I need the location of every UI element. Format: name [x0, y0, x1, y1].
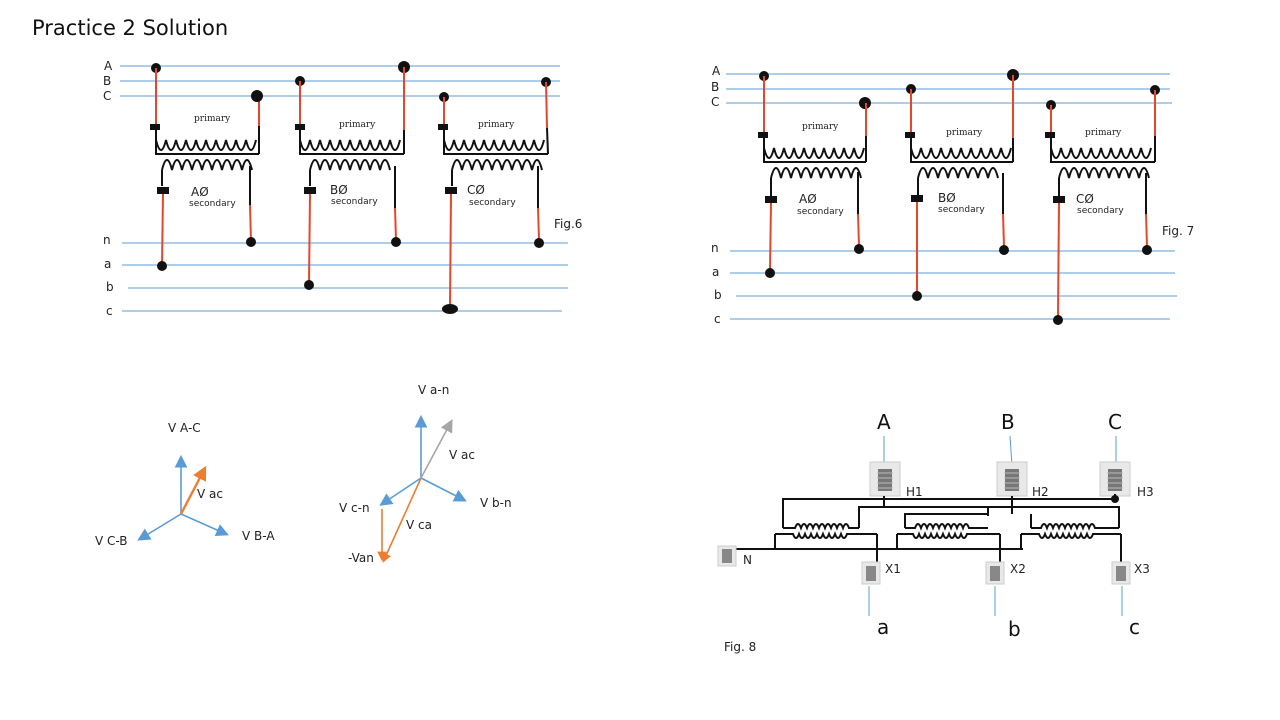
fig6-tap-C-primary — [251, 90, 263, 102]
fig7-bus-label-n: n — [711, 241, 719, 255]
fig8-terminal-A: A — [877, 410, 891, 434]
fig6-tap-n-2 — [391, 237, 401, 247]
fig6-bus-label-n: n — [103, 233, 111, 247]
fig7-secondary-label-B: secondary — [938, 205, 985, 215]
fig7-tap-n-1 — [854, 244, 864, 254]
fig8-terminal-a: a — [877, 615, 889, 639]
fig7-wiring-diagram: A B C n a b c primary — [711, 64, 1194, 326]
fig8-terminal-B: B — [1001, 410, 1015, 434]
fig7-tap-c — [1053, 315, 1063, 325]
fig6-primary-label-A: primary — [194, 114, 231, 124]
fig8-transformer-bank: A B C H1 H2 H3 — [717, 410, 1154, 654]
fig6-bus-label-B: B — [103, 74, 111, 88]
fig6-primary-label-B: primary — [339, 120, 376, 130]
fig7-bus-label-a: a — [712, 265, 719, 279]
fig7-transformer-C: primary CØ secondary — [1045, 85, 1160, 325]
fig6-caption: Fig.6 — [554, 217, 582, 231]
fig7-tap-a — [765, 268, 775, 278]
fig6-transformer-B: primary BØ secondary — [295, 61, 410, 290]
fig8-bushing-X3: X3 — [1111, 561, 1150, 585]
fig6-phase-label-C: CØ — [467, 183, 485, 197]
fig7-primary-label-A: primary — [802, 122, 839, 132]
fig8-label-H1: H1 — [906, 485, 923, 499]
phasor1-vector-orange — [179, 465, 207, 515]
fig8-label-X3: X3 — [1134, 562, 1150, 576]
fig6-primary-label-C: primary — [478, 120, 515, 130]
fig6-tap-n-3 — [534, 238, 544, 248]
phasor-diagram-line-voltages: V A-C V C-B V B-A V ac — [95, 421, 275, 548]
fig8-label-X2: X2 — [1010, 562, 1026, 576]
phasor2-vector-right — [420, 477, 467, 502]
phasor1-label-right: V B-A — [242, 529, 275, 543]
fig7-bus-label-c: c — [714, 312, 721, 326]
phasor1-label-orange: V ac — [197, 487, 223, 501]
fig6-secondary-label-B: secondary — [331, 197, 378, 207]
fig8-label-H3: H3 — [1137, 485, 1154, 499]
phasor2-label-left: V c-n — [339, 501, 370, 515]
phasor1-label-top: V A-C — [168, 421, 201, 435]
fig8-bushing-N: N — [717, 545, 752, 567]
fig7-tap-b — [912, 291, 922, 301]
phasor1-vector-right — [180, 513, 229, 536]
fig8-bushing-X1: X1 — [861, 561, 901, 585]
fig7-phase-label-B: BØ — [938, 191, 956, 205]
phasor2-label-gray: V ac — [449, 448, 475, 462]
fig7-phase-label-C: CØ — [1076, 192, 1094, 206]
fig7-bus-label-b: b — [714, 288, 722, 302]
fig6-transformer-A: primary AØ secondary — [150, 63, 263, 271]
phasor2-label-ca: V ca — [406, 518, 432, 532]
fig7-bus-label-A: A — [712, 64, 721, 78]
fig6-bus-label-b: b — [106, 280, 114, 294]
fig8-caption: Fig. 8 — [724, 640, 756, 654]
fig7-caption: Fig. 7 — [1162, 224, 1194, 238]
phasor1-label-left: V C-B — [95, 534, 128, 548]
fig7-primary-label-C: primary — [1085, 128, 1122, 138]
fig6-transformer-C: primary CØ secondary — [438, 77, 551, 314]
fig6-tap-b — [304, 280, 314, 290]
fig6-bus-label-c: c — [106, 304, 113, 318]
phasor2-label-right: V b-n — [480, 496, 512, 510]
fig8-bushing-H3: H3 — [1099, 461, 1154, 499]
phasor2-vector-gray — [420, 419, 453, 479]
fig7-transformer-B: primary BØ secondary — [905, 69, 1019, 301]
fig7-transformer-A: primary AØ secondary — [758, 71, 871, 278]
phasor2-label-neg: -Van — [348, 551, 374, 565]
fig8-label-X1: X1 — [885, 562, 901, 576]
fig8-terminal-C: C — [1108, 410, 1122, 434]
fig8-terminal-b: b — [1008, 617, 1021, 641]
fig6-phase-label-B: BØ — [330, 183, 348, 197]
fig6-bus-label-a: a — [104, 257, 111, 271]
fig6-bus-label-C: C — [103, 89, 111, 103]
fig8-label-H2: H2 — [1032, 485, 1049, 499]
fig7-bus-label-C: C — [711, 95, 719, 109]
phasor2-vector-left — [379, 477, 422, 506]
fig7-tap-n-3 — [1142, 245, 1152, 255]
fig8-label-N: N — [743, 553, 752, 567]
fig6-wiring-diagram: A B C n a b c primary — [103, 59, 582, 318]
fig6-secondary-label-A: secondary — [189, 199, 236, 209]
phasor2-label-top: V a-n — [418, 383, 449, 397]
fig6-tap-c — [442, 304, 458, 314]
fig8-bushing-H1: H1 — [869, 461, 923, 499]
fig7-secondary-label-A: secondary — [797, 207, 844, 217]
fig6-phase-label-A: AØ — [191, 185, 209, 199]
fig8-bushing-X2: X2 — [985, 561, 1026, 585]
page-title: Practice 2 Solution — [32, 16, 229, 40]
fig7-primary-label-B: primary — [946, 128, 983, 138]
fig8-bushing-H2: H2 — [996, 461, 1049, 499]
phasor2-vector-ca — [382, 477, 422, 563]
fig7-secondary-label-C: secondary — [1077, 206, 1124, 216]
fig6-bus-label-A: A — [104, 59, 113, 73]
fig7-phase-label-A: AØ — [799, 192, 817, 206]
phasor1-vector-left — [137, 513, 182, 541]
fig8-junction-H3 — [1111, 495, 1119, 503]
phasor-diagram-phase-voltages: V a-n V ac V c-n V b-n V ca -Van — [339, 383, 512, 565]
fig6-tap-n-1 — [246, 237, 256, 247]
fig7-bus-label-B: B — [711, 80, 719, 94]
fig6-tap-a — [157, 261, 167, 271]
fig7-tap-n-2 — [999, 245, 1009, 255]
fig6-secondary-label-C: secondary — [469, 198, 516, 208]
fig8-terminal-c: c — [1129, 615, 1140, 639]
